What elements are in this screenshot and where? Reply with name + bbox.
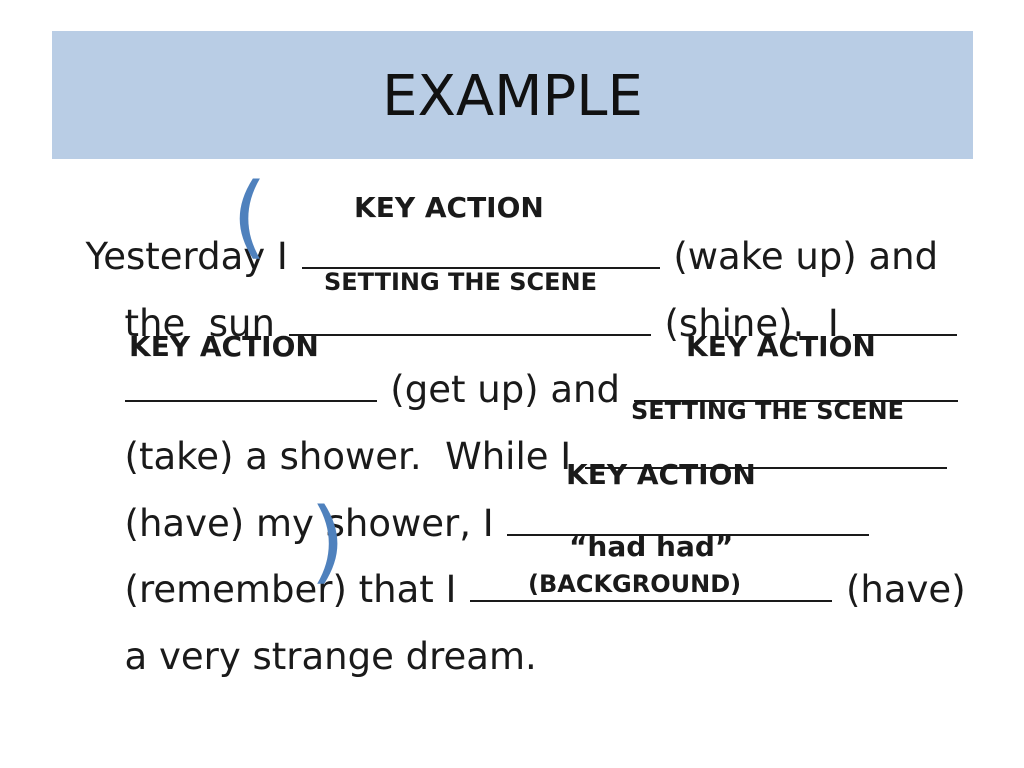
blank-7[interactable] bbox=[470, 572, 833, 602]
text-that-i: that I bbox=[358, 568, 469, 611]
blank-4[interactable] bbox=[633, 372, 958, 402]
sentence-line-1: Yesterday I (wake up) and bbox=[62, 201, 939, 278]
blank-3a[interactable] bbox=[852, 306, 957, 336]
label-key-action-4: KEY ACTION bbox=[566, 458, 756, 491]
blank-3b[interactable] bbox=[124, 372, 377, 402]
text-the-sun: the sun bbox=[124, 302, 287, 345]
text-remember: (remember) bbox=[124, 568, 359, 611]
title-bar: EXAMPLE bbox=[52, 31, 973, 159]
text-shine: (shine). I bbox=[652, 302, 851, 345]
sentence-line-6: (remember) that I (have) bbox=[101, 534, 966, 608]
blank-1[interactable] bbox=[301, 239, 660, 269]
label-key-action-2: KEY ACTION bbox=[129, 330, 319, 363]
text-yesterday: Yesterday bbox=[85, 235, 266, 278]
text-have-shower: (have) my shower, I bbox=[124, 502, 506, 545]
text-wake-up: (wake up) and bbox=[661, 235, 939, 278]
open-bracket: ( bbox=[232, 164, 268, 269]
label-background: (BACKGROUND) bbox=[528, 570, 742, 598]
blank-2[interactable] bbox=[288, 306, 651, 336]
text-strange-dream: a very strange dream. bbox=[124, 635, 537, 678]
blank-6[interactable] bbox=[507, 506, 870, 536]
close-bracket: ) bbox=[310, 489, 346, 594]
label-setting-scene-1: SETTING THE SCENE bbox=[324, 268, 598, 296]
slide-title: EXAMPLE bbox=[382, 64, 643, 129]
sentence-line-2: the sun (shine). I bbox=[101, 268, 959, 342]
text-i: I bbox=[265, 235, 300, 278]
text-take-shower: (take) a shower. While I bbox=[124, 435, 583, 478]
sentence-line-3: (get up) and bbox=[101, 334, 960, 408]
text-get-up: (get up) and bbox=[378, 368, 632, 411]
sentence-line-7: a very strange dream. bbox=[101, 601, 537, 675]
label-had-had: “had had” bbox=[569, 530, 734, 563]
label-key-action-1: KEY ACTION bbox=[354, 191, 544, 224]
label-key-action-3: KEY ACTION bbox=[686, 330, 876, 363]
sentence-line-5: (have) my shower, I bbox=[101, 468, 871, 542]
sentence-line-4: (take) a shower. While I bbox=[101, 401, 949, 475]
label-setting-scene-2: SETTING THE SCENE bbox=[631, 397, 905, 425]
text-have: (have) bbox=[834, 568, 966, 611]
blank-5[interactable] bbox=[584, 439, 947, 469]
